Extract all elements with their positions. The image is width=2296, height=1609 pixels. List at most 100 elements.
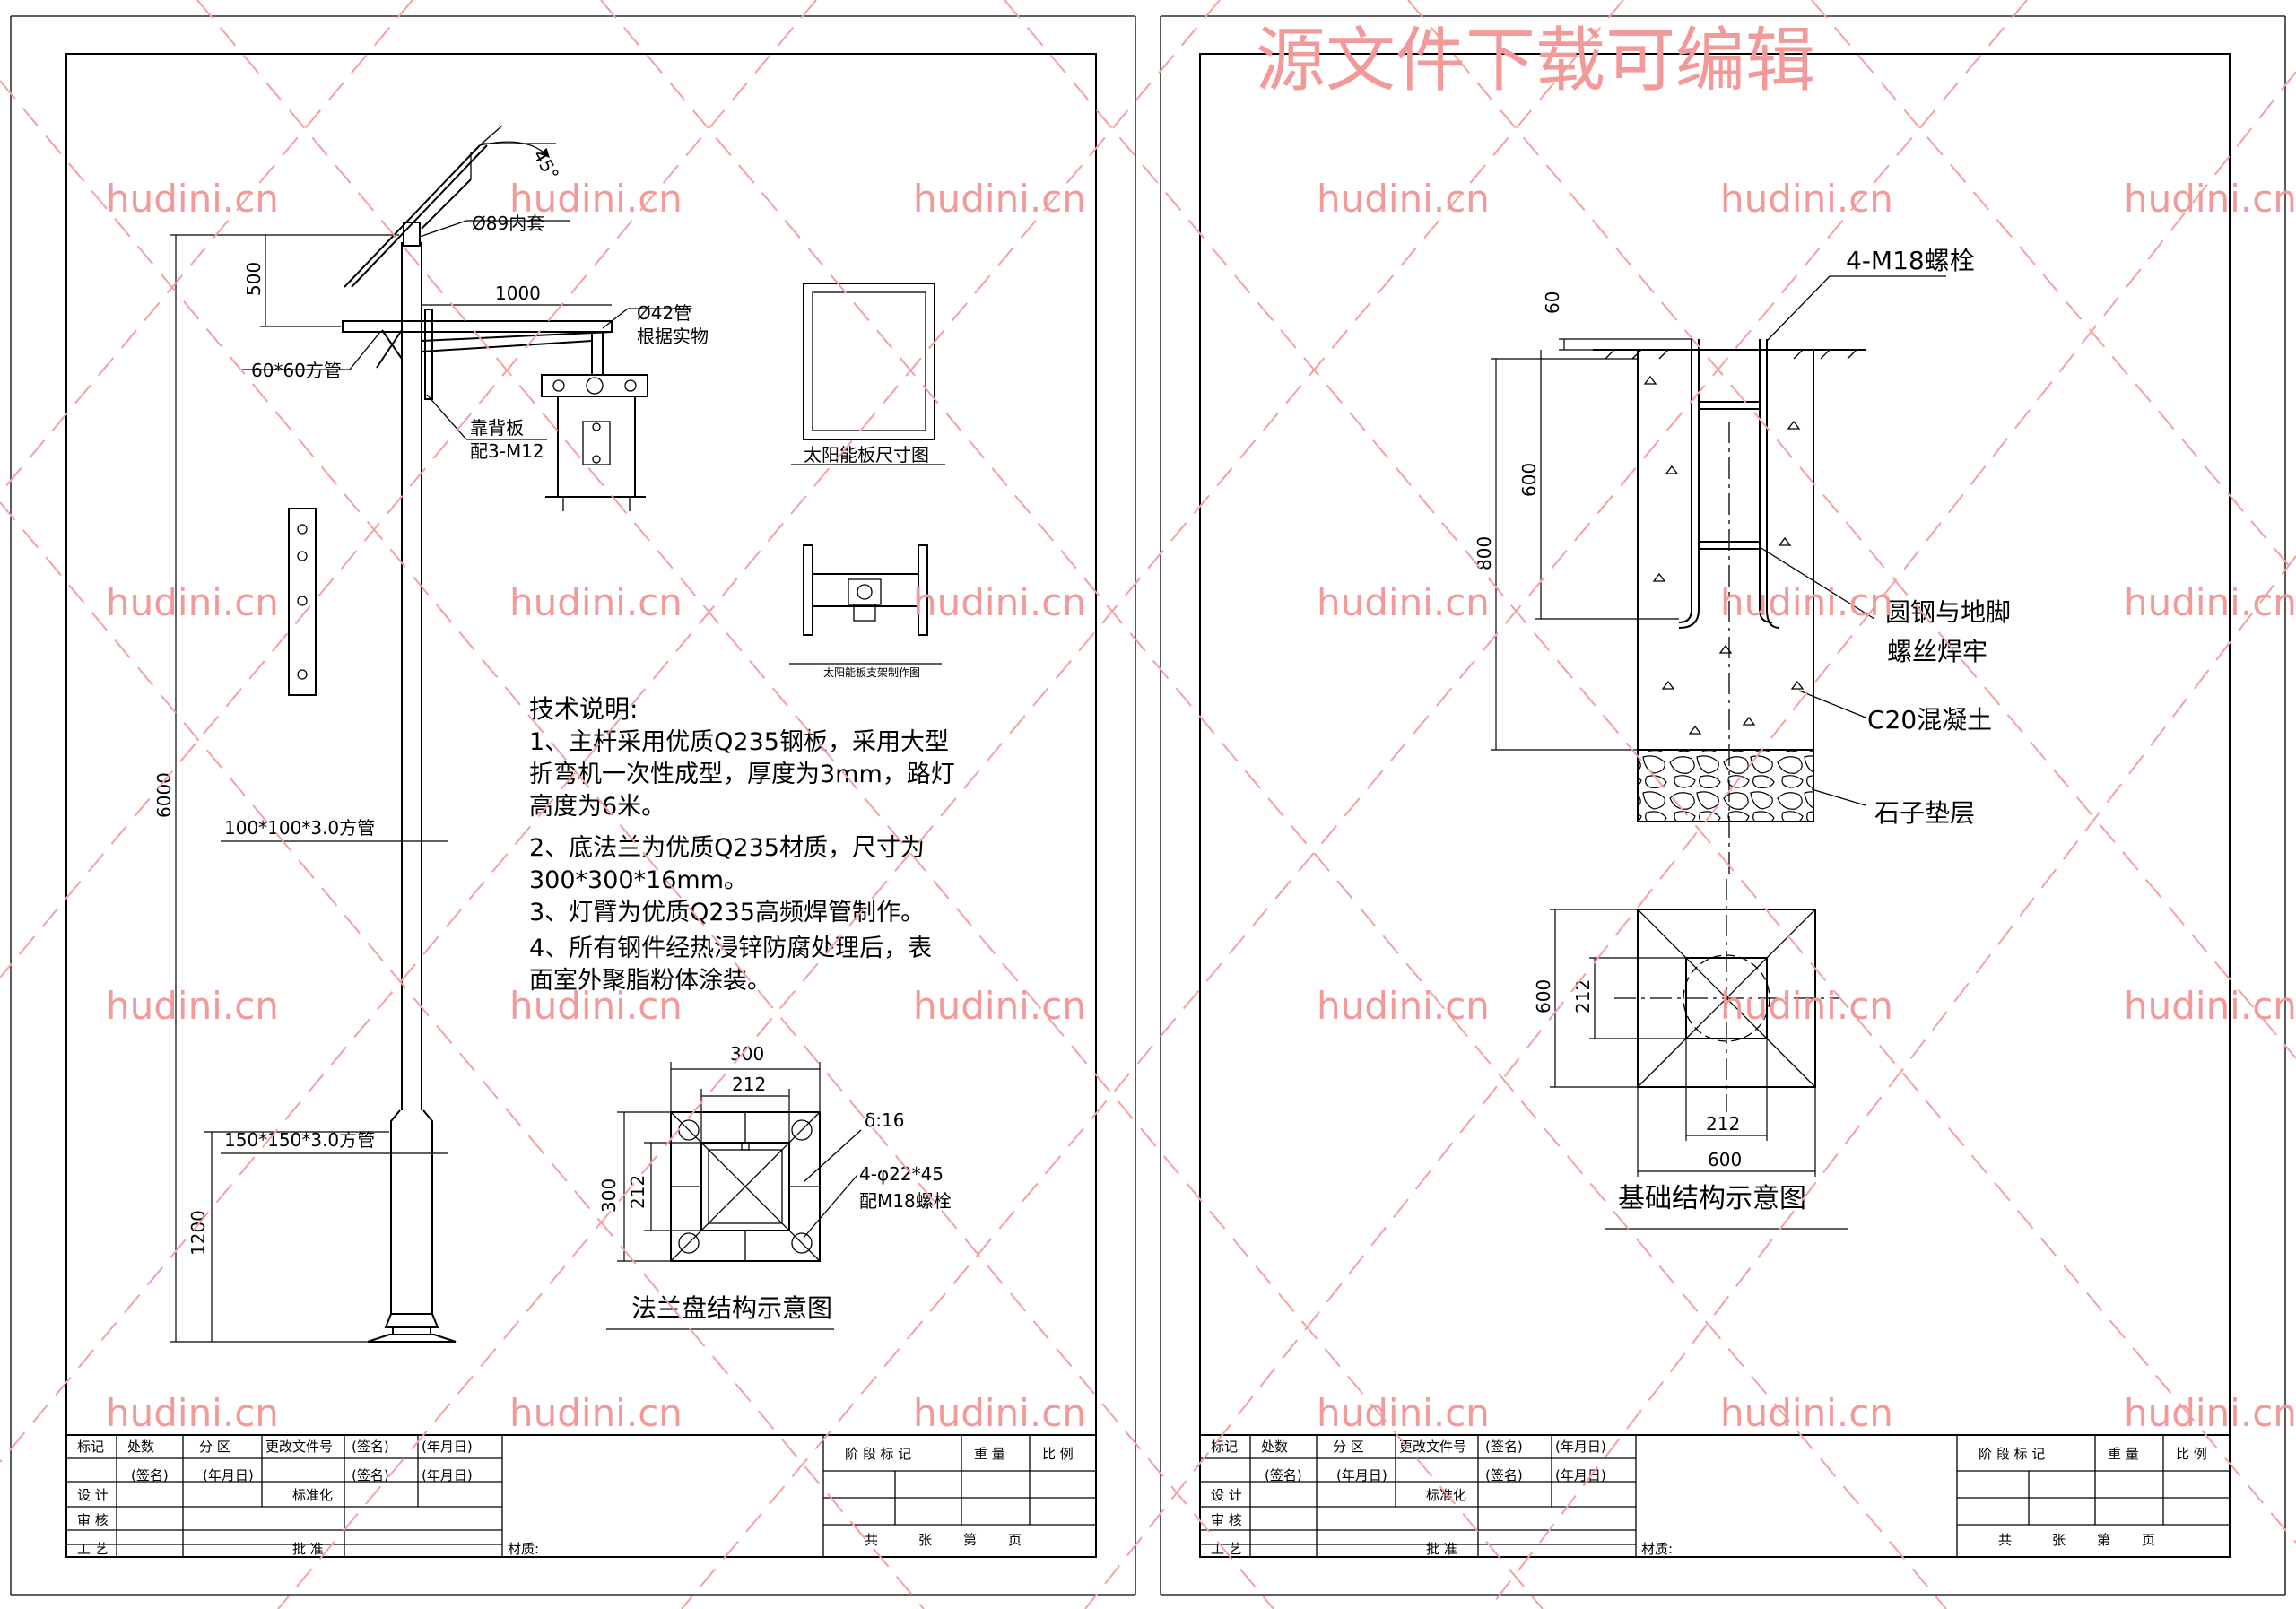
watermark-site-text: hudini.cn	[509, 984, 683, 1028]
solar-panel-sketch: 太阳能板尺寸图	[791, 283, 945, 465]
gravel-label: 石子垫层	[1874, 798, 1975, 828]
panel-offset-dim: 500	[243, 262, 265, 296]
watermark-site-text: hudini.cn	[1720, 177, 1893, 221]
watermark-site-text: hudini.cn	[106, 984, 279, 1028]
tb-approve: 批 准	[292, 1541, 324, 1557]
watermark-site-text: hudini.cn	[2124, 580, 2296, 624]
watermark-site-text: hudini.cn	[2124, 177, 2296, 221]
watermark-site-text: hudini.cn	[1317, 177, 1490, 221]
concrete-label: C20混凝土	[1867, 705, 1992, 735]
tb-weight: 重 量	[2108, 1446, 2139, 1462]
lower-tube-label: 150*150*3.0方管	[224, 1129, 375, 1151]
sleeve-label: Ø89内套	[472, 213, 544, 234]
right-title-block: 标记 处数 分 区 更改文件号 (签名) (年月日) 设 计 (签名) (年月日…	[1199, 1434, 2231, 1558]
watermark-site-text: hudini.cn	[509, 580, 683, 624]
watermark-site-text: hudini.cn	[1317, 984, 1490, 1028]
tb-zone: 分 区	[1333, 1439, 1364, 1455]
tb-no: 第	[2097, 1532, 2110, 1548]
tb-design: 设 计	[1211, 1487, 1242, 1503]
tb-sign-3: (签名)	[352, 1467, 389, 1483]
tb-date-2: (年月日)	[1336, 1467, 1387, 1483]
tb-date-2: (年月日)	[203, 1467, 254, 1483]
tb-sign-2: (签名)	[131, 1467, 169, 1483]
tb-process: 工 艺	[77, 1541, 109, 1557]
watermark-texts: hudini.cn hudini.cn hudini.cn hudini.cn hudi…	[106, 177, 2296, 1435]
arm-length-dim: 1000	[495, 283, 541, 304]
plan-inner-height: 212	[1572, 979, 1594, 1013]
back-plate-label: 靠背板	[470, 417, 524, 439]
tb-mark: 标记	[77, 1439, 104, 1455]
foundation-section: 4-M18螺栓 60 600 800 圆钢与地脚 螺丝焊牢 C20混凝土 石子垫…	[1474, 246, 2011, 879]
watermark-site-text: hudini.cn	[1720, 984, 1893, 1028]
watermark-headline: 源文件下载可编辑	[1256, 21, 1815, 101]
flange-plate-diagram: 300 212 300 212 δ:16 4-φ22*45 配M18螺栓 法兰盘…	[598, 1043, 952, 1330]
tb-count: 处数	[1261, 1439, 1288, 1455]
tb-total: 共	[865, 1532, 878, 1548]
arm-pipe-label: Ø42管	[637, 302, 691, 324]
tb-sign-2: (签名)	[1265, 1467, 1302, 1483]
tb-scale: 比 例	[2176, 1446, 2207, 1462]
watermark-site-text: hudini.cn	[106, 580, 279, 624]
tb-standard: 标准化	[292, 1487, 333, 1503]
watermark-site-text: hudini.cn	[2124, 984, 2296, 1028]
weld-note-1: 圆钢与地脚	[1885, 597, 2011, 627]
watermark-site-text: hudini.cn	[913, 177, 1086, 221]
tb-no: 第	[963, 1532, 977, 1548]
back-plate-bolts: 配3-M12	[470, 440, 544, 462]
flange-bolts: 配M18螺栓	[859, 1190, 952, 1212]
tech-note-line: 折弯机一次性成型，厚度为3mm，路灯	[529, 761, 955, 788]
tb-standard: 标准化	[1426, 1487, 1466, 1503]
watermark-site-text: hudini.cn	[913, 1391, 1086, 1435]
plan-outer-height: 600	[1533, 979, 1554, 1013]
left-title-block: 标记 处数 分 区 更改文件号 (签名) (年月日) 设 计 (签名) (年月日…	[65, 1434, 1097, 1558]
plan-inner-width: 212	[1706, 1113, 1740, 1135]
watermark-site-text: hudini.cn	[509, 1391, 683, 1435]
tb-scale: 比 例	[1042, 1446, 1074, 1462]
tech-notes-title: 技术说明:	[529, 694, 638, 724]
tb-review: 审 核	[1211, 1512, 1242, 1528]
tb-sign: (签名)	[352, 1439, 389, 1455]
tb-total: 共	[1998, 1532, 2012, 1548]
square-tube-label: 60*60方管	[251, 360, 342, 381]
tb-sheets: 张	[918, 1532, 932, 1548]
tb-count: 处数	[127, 1439, 154, 1455]
tb-material: 材质:	[508, 1541, 539, 1557]
flange-inner-width: 212	[732, 1074, 766, 1095]
flange-thickness: δ:16	[865, 1109, 904, 1131]
total-height-dim: 6000	[153, 772, 175, 818]
concrete-texture	[1643, 375, 1805, 735]
tb-page: 页	[2142, 1532, 2155, 1548]
tb-date-3: (年月日)	[422, 1467, 473, 1483]
watermark-site-text: hudini.cn	[106, 177, 279, 221]
watermark-site-text: hudini.cn	[913, 580, 1086, 624]
tb-stage: 阶 段 标 记	[845, 1446, 911, 1462]
tb-mark: 标记	[1211, 1439, 1238, 1455]
weld-note-2: 螺丝焊牢	[1887, 637, 1987, 666]
watermark-site-text: hudini.cn	[1317, 1391, 1490, 1435]
upper-tube-label: 100*100*3.0方管	[224, 817, 375, 839]
panel-caption: 太阳能板尺寸图	[804, 444, 929, 465]
tb-review: 审 核	[77, 1512, 109, 1528]
arm-pipe-note: 根据实物	[637, 326, 709, 347]
tb-change-doc: 更改文件号	[265, 1439, 333, 1455]
watermark-site-text: hudini.cn	[509, 177, 683, 221]
flange-caption: 法兰盘结构示意图	[631, 1293, 832, 1323]
tech-note-line: 3、灯臂为优质Q235高频焊管制作。	[529, 899, 925, 926]
tb-approve: 批 准	[1426, 1541, 1457, 1557]
tb-weight: 重 量	[974, 1446, 1005, 1462]
tb-date: (年月日)	[1555, 1439, 1606, 1455]
foundation-plan: 600 212 212 600 基础结构示意图	[1533, 879, 1848, 1230]
tb-design: 设 计	[77, 1487, 109, 1503]
watermark-site-text: hudini.cn	[106, 1391, 279, 1435]
tb-page: 页	[1008, 1532, 1022, 1548]
watermark-site-text: hudini.cn	[2124, 1391, 2296, 1435]
tech-note-line: 2、底法兰为优质Q235材质，尺寸为	[529, 834, 925, 862]
tb-material: 材质:	[1641, 1541, 1673, 1557]
plan-caption: 基础结构示意图	[1618, 1183, 1806, 1214]
flange-holes: 4-φ22*45	[859, 1163, 944, 1185]
lower-height-dim: 1200	[187, 1210, 209, 1256]
watermark-site-text: hudini.cn	[1317, 580, 1490, 624]
tech-notes: 技术说明: 1、主杆采用优质Q235钢板，采用大型 折弯机一次性成型，厚度为3m…	[529, 694, 955, 995]
